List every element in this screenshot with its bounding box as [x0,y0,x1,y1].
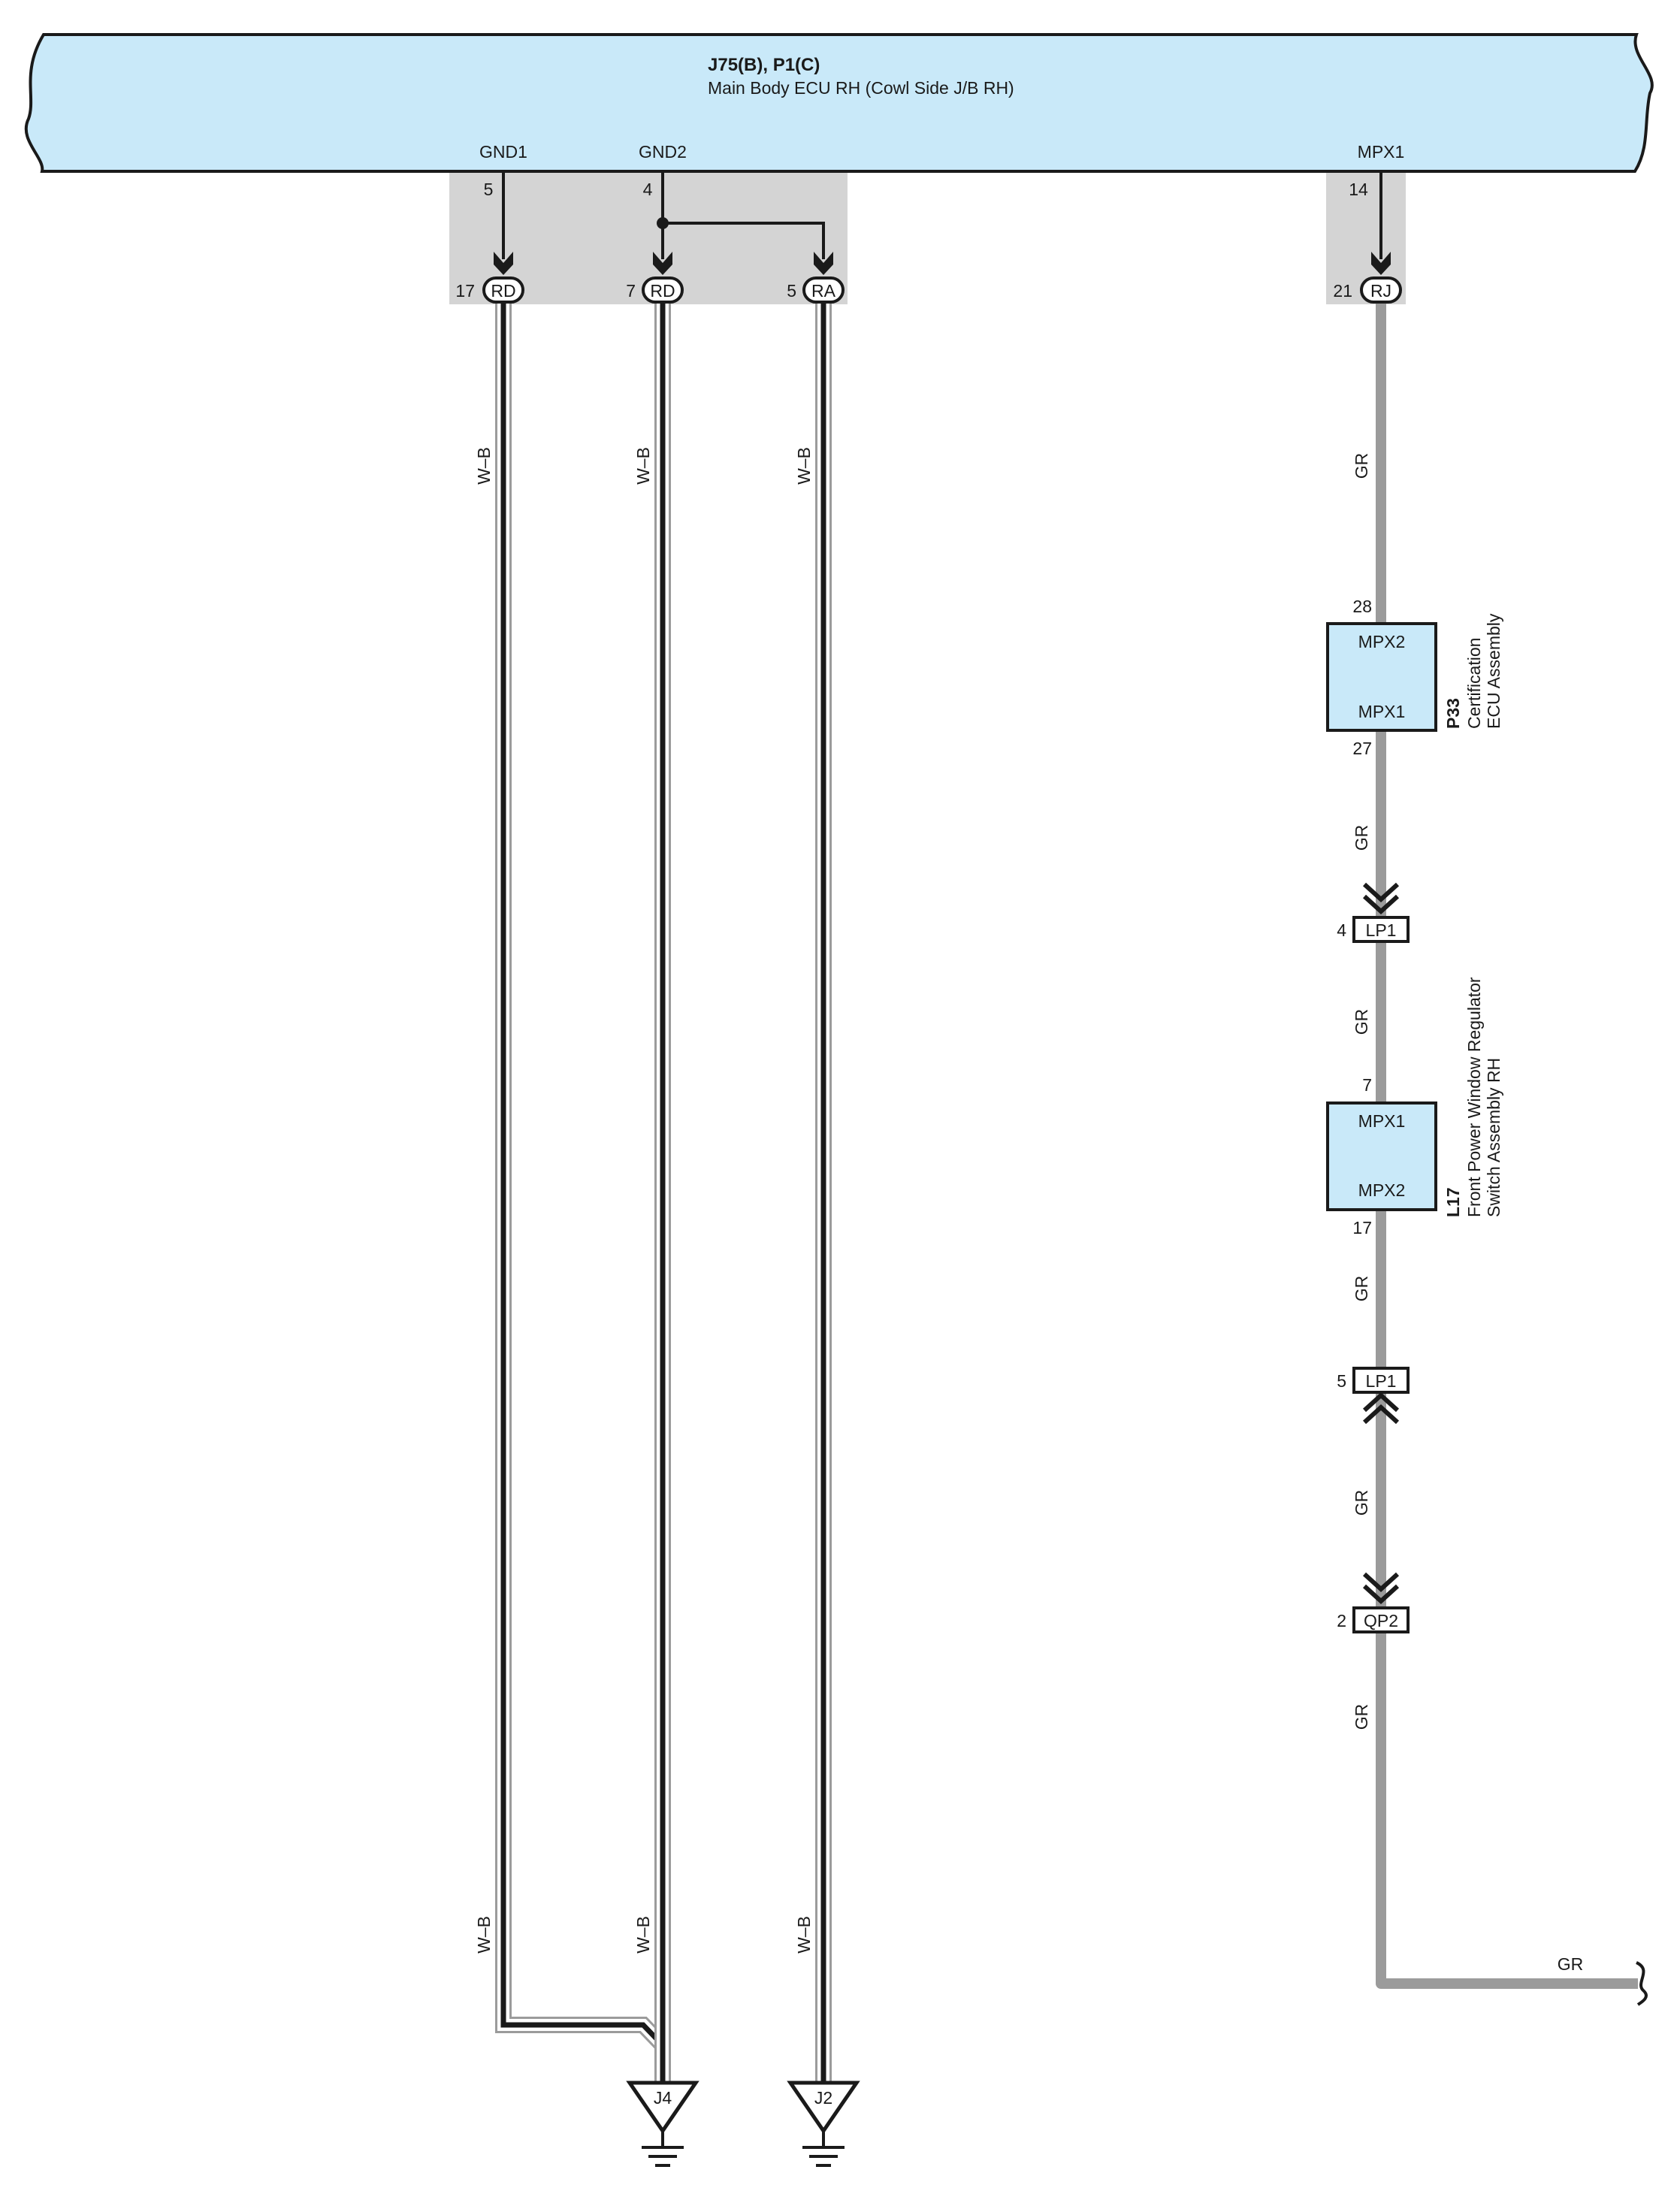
wire-label-ra-bottom: W–B [794,1916,814,1954]
component-l17[interactable]: 7 MPX1 MPX2 17 L17 Front Power Window Re… [1326,977,1503,1237]
ground-code: J4 [654,2088,672,2108]
svg-text:7: 7 [626,281,636,301]
p33-top-terminal: MPX2 [1358,632,1406,651]
p33-bottom-pin: 27 [1352,739,1372,758]
svg-text:RD: RD [491,281,515,301]
ecu-body [24,33,1654,173]
svg-text:LP1: LP1 [1366,1371,1397,1391]
svg-text:RD: RD [650,281,675,301]
p33-box [1326,622,1437,732]
l17-bottom-terminal: MPX2 [1358,1180,1406,1200]
connector-arrows [494,252,1391,275]
component-p33[interactable]: 28 MPX2 MPX1 27 P33 Certification ECU As… [1326,597,1503,758]
wire-label-gr-5: GR [1352,1490,1371,1516]
ecu-pin-mpx1: 14 [1349,180,1368,199]
p33-name-line1: Certification [1464,638,1484,729]
p33-bottom-terminal: MPX1 [1358,702,1406,721]
wire-label-gr-7: GR [1558,1954,1584,1974]
l17-top-terminal: MPX1 [1358,1111,1406,1131]
wire-label-gr-6: GR [1352,1704,1371,1730]
junction-connector-rj-21[interactable]: RJ 21 [1333,277,1402,304]
ecu-internal-leads [502,173,1382,259]
p33-top-pin: 28 [1352,597,1372,616]
svg-text:5: 5 [1337,1371,1346,1391]
ground-triangle [626,2081,699,2135]
inline-connector-lp1-4[interactable]: LP1 4 [1337,882,1410,943]
l17-name-line1: Front Power Window Regulator [1464,977,1484,1217]
l17-box [1326,1101,1437,1211]
ecu-connector-ref: J75(B), P1(C) [708,55,820,75]
wire-label-gnd1-bottom: W–B [474,1916,494,1954]
l17-name-line2: Switch Assembly RH [1484,1058,1503,1217]
wire-label-gr-1: GR [1352,453,1371,479]
svg-text:5: 5 [787,281,796,301]
l17-top-pin: 7 [1362,1075,1372,1095]
svg-text:2: 2 [1337,1611,1346,1630]
wire-label-ra-top: W–B [794,447,814,485]
splice-point [657,217,669,229]
ecu-terminal-gnd1-label: GND1 [479,142,527,162]
ground-point-j4[interactable]: J4 [626,2081,699,2167]
main-body-ecu[interactable]: J75(B), P1(C) Main Body ECU RH (Cowl Sid… [24,33,1654,173]
ecu-pin-gnd2: 4 [643,180,653,199]
svg-text:RA: RA [811,281,836,301]
ecu-terminal-mpx1-label: MPX1 [1358,142,1405,162]
wire-label-gnd2-bottom: W–B [633,1916,653,1954]
wire-break-mark [1635,1961,1648,2006]
ground-code: J2 [814,2088,832,2108]
inline-connector-qp2-2[interactable]: QP2 2 [1337,1572,1410,1633]
l17-bottom-pin: 17 [1352,1218,1372,1237]
wire-label-gr-4: GR [1352,1276,1371,1302]
ground-point-j2[interactable]: J2 [787,2081,860,2167]
l17-code: L17 [1443,1187,1463,1217]
chevron-down-icon [1362,882,1400,903]
svg-text:LP1: LP1 [1366,920,1397,940]
chevron-down-icon [1362,1572,1400,1593]
wire-gr[interactable] [1376,286,1638,1989]
ground-icon [642,2131,684,2167]
p33-code: P33 [1443,698,1463,729]
chevron-up-icon [1362,1392,1400,1413]
svg-text:RJ: RJ [1370,281,1391,301]
junction-connector-rd-17[interactable]: RD 17 [455,277,524,304]
wire-label-gnd1-top: W–B [474,447,494,485]
wire-gnd1[interactable] [495,286,671,2081]
wire-label-gr-2: GR [1352,825,1371,851]
junction-connector-rd-7[interactable]: RD 7 [626,277,684,304]
ecu-pin-gnd1: 5 [484,180,494,199]
svg-text:21: 21 [1333,281,1352,301]
ecu-name: Main Body ECU RH (Cowl Side J/B RH) [708,78,1014,98]
chevron-up-icon [1362,1404,1400,1425]
svg-text:17: 17 [455,281,475,301]
ground-icon [802,2131,845,2167]
svg-text:QP2: QP2 [1364,1611,1398,1630]
chevron-down-icon [1362,894,1400,915]
svg-text:4: 4 [1337,920,1346,940]
ecu-terminal-gnd2-label: GND2 [639,142,687,162]
junction-connector-ra-5[interactable]: RA 5 [787,277,845,304]
wire-label-gr-3: GR [1352,1009,1371,1035]
inline-connector-lp1-5[interactable]: LP1 5 [1337,1367,1410,1425]
p33-name-line2: ECU Assembly [1484,613,1503,729]
wire-label-gnd2-top: W–B [633,447,653,485]
chevron-down-icon [1362,1584,1400,1605]
ground-triangle [787,2081,860,2135]
